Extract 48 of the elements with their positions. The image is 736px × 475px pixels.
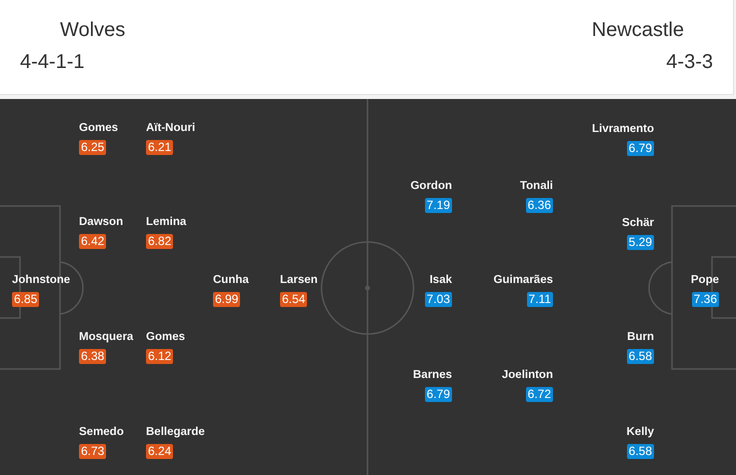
team-name: Newcastle (592, 18, 684, 42)
player-name: Burn (627, 330, 654, 344)
player-name: Isak (430, 273, 452, 287)
player-rating: 6.54 (280, 292, 308, 307)
player-rating: 7.36 (692, 292, 719, 307)
player-rating: 7.11 (526, 292, 553, 307)
player-rating: 6.58 (626, 349, 654, 364)
player-name: Gomes (79, 121, 118, 135)
player-rating: 6.25 (79, 140, 106, 155)
player-name: Johnstone (12, 273, 70, 287)
player-name: Gomes (146, 330, 185, 344)
player-rating: 6.42 (79, 234, 106, 249)
player-rating: 7.03 (424, 292, 452, 307)
player-rating: 6.85 (12, 292, 40, 307)
player-rating: 6.79 (626, 141, 654, 156)
player-rating: 6.24 (146, 444, 174, 459)
player-rating: 6.72 (526, 387, 553, 402)
player-name: Joelinton (502, 368, 553, 382)
player-name: Livramento (592, 122, 654, 136)
formation-label: 4-4-1-1 (20, 50, 84, 74)
player-rating: 5.29 (626, 235, 654, 250)
player-name: Mosquera (79, 330, 134, 344)
player-rating: 6.79 (424, 387, 452, 402)
player-name: Semedo (79, 425, 124, 439)
player-name: Dawson (79, 215, 124, 229)
player-rating: 7.19 (424, 198, 452, 213)
player-rating: 6.21 (146, 140, 174, 155)
player-name: Guimarães (494, 273, 553, 287)
player-name: Bellegarde (146, 425, 205, 439)
player-rating: 6.38 (79, 349, 106, 364)
player-name: Barnes (413, 368, 452, 382)
player-name: Larsen (280, 273, 318, 287)
player-rating: 6.73 (79, 444, 106, 459)
player-rating: 6.99 (213, 292, 240, 307)
formation-label: 4-3-3 (666, 50, 713, 74)
team-name: Wolves (60, 18, 126, 42)
player-name: Tonali (520, 179, 553, 193)
player-name: Pope (690, 273, 719, 287)
player-rating: 6.58 (626, 444, 654, 459)
player-rating: 6.36 (526, 198, 553, 213)
player-rating: 6.12 (146, 349, 174, 364)
player-name: Aït-Nouri (146, 121, 196, 135)
player-rating: 6.82 (146, 234, 174, 249)
player-name: Lemina (146, 215, 186, 229)
player-name: Cunha (213, 273, 249, 287)
player-name: Gordon (410, 179, 452, 193)
player-name: Kelly (626, 425, 654, 439)
player-name: Schär (622, 216, 654, 230)
